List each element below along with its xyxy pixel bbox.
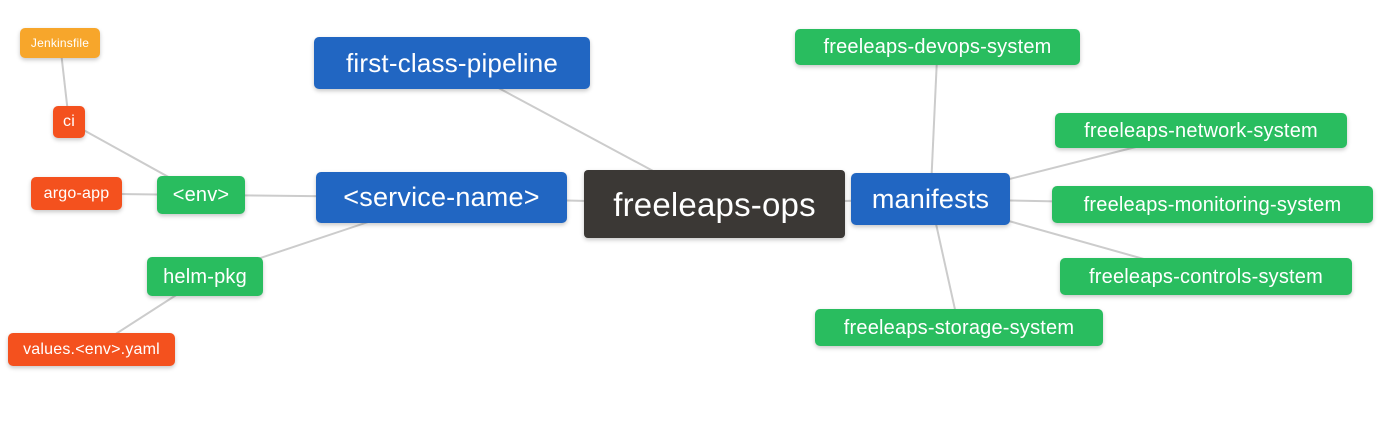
node-freeleaps-storage-system[interactable]: freeleaps-storage-system: [815, 309, 1103, 346]
node-freeleaps-ops[interactable]: freeleaps-ops: [584, 170, 845, 238]
node-freeleaps-devops-system[interactable]: freeleaps-devops-system: [795, 29, 1080, 65]
node-values-env-yaml[interactable]: values.<env>.yaml: [8, 333, 175, 366]
node-argo-app[interactable]: argo-app: [31, 177, 122, 210]
node-ci[interactable]: ci: [53, 106, 85, 138]
node-first-class-pipeline[interactable]: first-class-pipeline: [314, 37, 590, 89]
node-env[interactable]: <env>: [157, 176, 245, 214]
node-service-name[interactable]: <service-name>: [316, 172, 567, 223]
node-jenkinsfile[interactable]: Jenkinsfile: [20, 28, 100, 58]
node-freeleaps-monitoring-system[interactable]: freeleaps-monitoring-system: [1052, 186, 1373, 223]
node-helm-pkg[interactable]: helm-pkg: [147, 257, 263, 296]
node-freeleaps-controls-system[interactable]: freeleaps-controls-system: [1060, 258, 1352, 295]
node-freeleaps-network-system[interactable]: freeleaps-network-system: [1055, 113, 1347, 148]
node-manifests[interactable]: manifests: [851, 173, 1010, 225]
